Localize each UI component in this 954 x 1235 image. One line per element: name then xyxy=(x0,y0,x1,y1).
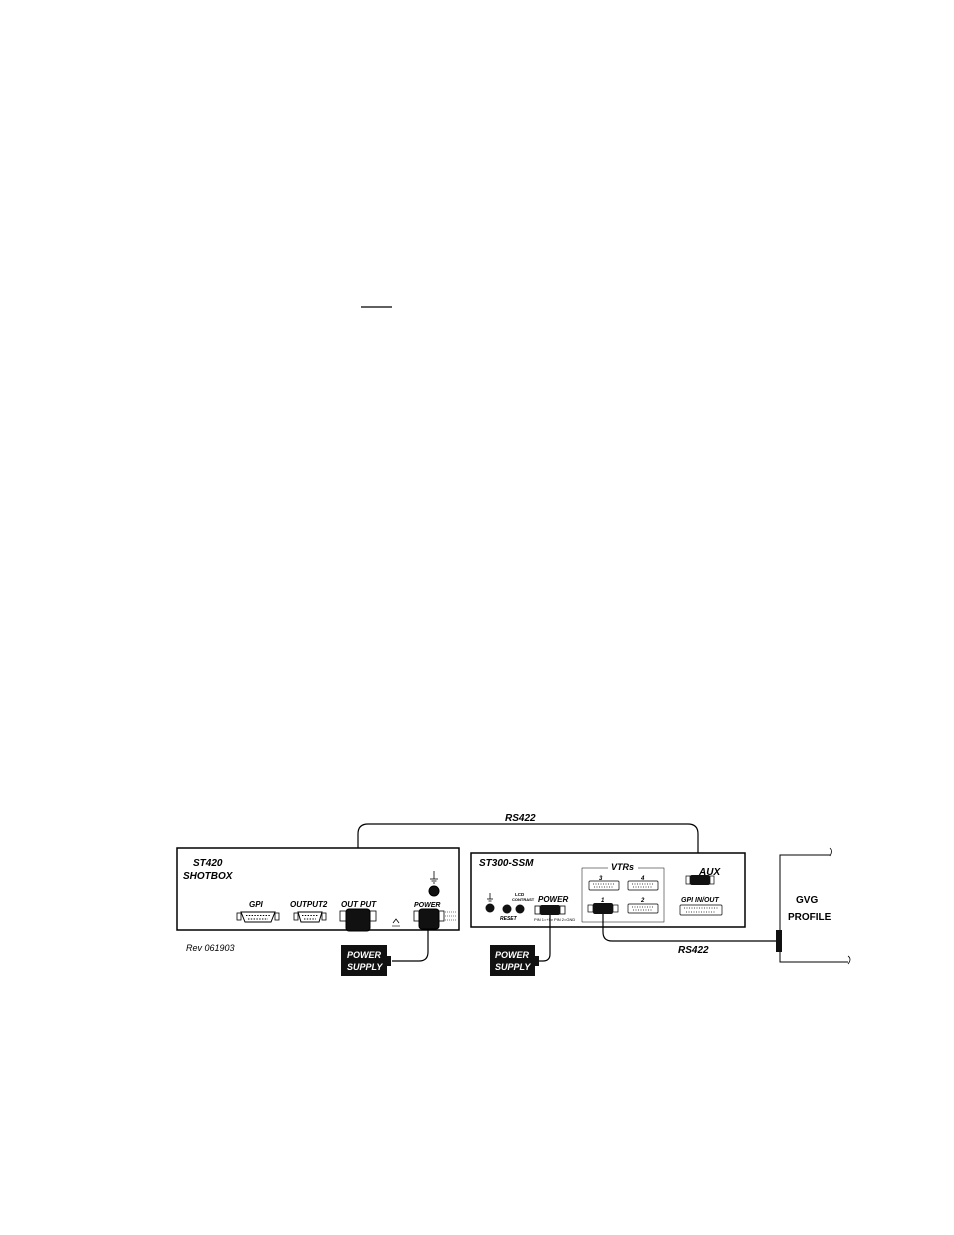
reset-label: RESET xyxy=(500,916,518,922)
aux-connector[interactable] xyxy=(685,875,715,885)
lcd-contrast-knob[interactable] xyxy=(515,904,525,914)
st300-power-label: POWER xyxy=(538,895,568,904)
vtr-2-label: 2 xyxy=(640,898,645,904)
vtr-4-label: 4 xyxy=(640,876,645,882)
gvg-label: GVG xyxy=(796,895,818,906)
st420-fuse-icon xyxy=(392,918,400,927)
st420-gpi-connector[interactable] xyxy=(236,911,280,923)
st300-ground-knob[interactable] xyxy=(485,903,495,913)
st300-power-cable xyxy=(538,915,551,962)
st420-gpi-label: GPI xyxy=(249,900,264,909)
vtr-1-label: 1 xyxy=(601,898,605,904)
rs422-top-label: RS422 xyxy=(505,813,536,824)
gvg-profile-outline xyxy=(779,854,848,963)
revision-label: Rev 061903 xyxy=(186,943,235,953)
vtr-3-label: 3 xyxy=(599,876,603,882)
st420-output-label: OUT PUT xyxy=(341,900,377,909)
st420-ground-icon xyxy=(430,871,438,884)
reset-button[interactable] xyxy=(502,904,512,914)
vtr-4-connector[interactable] xyxy=(627,880,659,891)
st420-power-label: POWER xyxy=(414,902,440,909)
st300-ssm: ST300-SSM LCD CONTRAST RESET POWER PIN 1… xyxy=(470,852,746,928)
power-supply-1-line2: SUPPLY xyxy=(347,962,383,972)
rs422-bottom-label: RS422 xyxy=(678,945,709,956)
vtr-3-connector[interactable] xyxy=(588,880,620,891)
vtr-2-connector[interactable] xyxy=(627,903,659,914)
gvg-profile-rs422-port[interactable] xyxy=(776,930,782,952)
power-supply-1: POWER SUPPLY xyxy=(341,945,391,976)
gpi-in-out-connector[interactable] xyxy=(679,904,723,916)
st420-ground-knob[interactable] xyxy=(428,885,440,897)
st300-title: ST300-SSM xyxy=(479,858,534,869)
power-supply-2: POWER SUPPLY xyxy=(490,945,539,976)
st420-subtitle: SHOTBOX xyxy=(183,871,234,882)
st420-title: ST420 xyxy=(193,858,223,869)
st300-ground-icon xyxy=(487,893,493,902)
st300-power-connector[interactable] xyxy=(534,905,566,915)
st420-power-cable xyxy=(392,929,429,962)
rs422-bottom-cable xyxy=(602,914,777,942)
contrast-label: CONTRAST xyxy=(512,897,535,902)
aux-label: AUX xyxy=(698,867,721,878)
power-supply-1-line1: POWER xyxy=(347,950,382,960)
st420-power-connector[interactable] xyxy=(413,908,445,930)
st420-output2-connector[interactable] xyxy=(293,911,327,923)
rs422-top-cable xyxy=(357,823,699,900)
power-supply-2-line1: POWER xyxy=(495,950,530,960)
profile-label: PROFILE xyxy=(788,912,832,923)
st420-output2-label: OUTPUT2 xyxy=(290,900,328,909)
st420-shotbox: ST420 SHOTBOX GPI OUTPUT2 OUT PUT xyxy=(176,847,460,932)
vtrs-title: VTRs xyxy=(611,862,634,872)
st300-power-pin-note: PIN 1=+5v PIN 2=GND xyxy=(534,917,575,922)
gpi-in-out-label: GPI IN/OUT xyxy=(681,897,719,904)
st420-output-connector[interactable] xyxy=(339,908,377,932)
gvg-profile: GVG PROFILE xyxy=(776,847,851,965)
power-supply-2-line2: SUPPLY xyxy=(495,962,531,972)
vtr-1-connector[interactable] xyxy=(587,903,619,914)
lcd-label: LCD xyxy=(515,892,525,897)
